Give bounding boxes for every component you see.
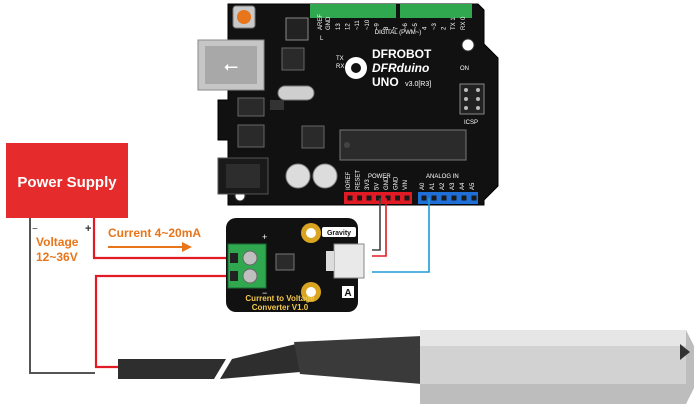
gnd-top-label: GND (326, 16, 332, 30)
gravity-badge: Gravity (322, 227, 356, 237)
digital-pin-label: RX 0 (461, 16, 467, 30)
atmega-chip (339, 129, 467, 161)
power-supply: Power Supply (6, 143, 128, 218)
reset-button (232, 5, 256, 29)
analog-pin-label: A0 (420, 182, 426, 190)
analog-header-hole (431, 195, 437, 201)
icsp-header (459, 83, 485, 115)
supply-plus-label: + (85, 223, 91, 235)
aref-label: AREF (318, 14, 324, 30)
logo-uno: UNO (372, 75, 399, 89)
digital-pin-label: 7 (394, 26, 400, 30)
analog-header-hole (421, 195, 427, 201)
converter-title-2: Converter V1.0 (252, 303, 309, 312)
svg-text:UNO v3.0[R3]: UNO v3.0[R3] (372, 73, 431, 90)
rx-label: RX (336, 64, 344, 70)
current-label: Current 4~20mA (108, 226, 201, 240)
analog-header (418, 192, 478, 204)
supply-minus-label: − (32, 224, 38, 235)
analog-pin-labels: A0 A1 A2 A3 A4 A5 (420, 182, 476, 190)
logo-version: v3.0[R3] (405, 81, 431, 88)
digital-pin-label: TX 1 (451, 17, 457, 30)
analog-pin-label: A2 (440, 182, 446, 190)
analog-pin-label: A4 (460, 182, 466, 190)
analog-pin-label: A3 (450, 182, 456, 190)
converter-minus-label: − (262, 288, 267, 298)
gravity-blue-wire (372, 198, 430, 273)
power-header-hole (395, 195, 400, 201)
analog-pin-label: A1 (430, 182, 436, 190)
voltage-label: Voltage (36, 235, 79, 249)
power-pin-label: RESET (356, 170, 362, 190)
digital-pin-label: 12 (346, 23, 352, 30)
dc-power-jack (217, 157, 269, 195)
power-pin-label: VIN (403, 180, 409, 190)
digital-pin-label: ~5 (413, 22, 419, 30)
digital-pin-label: 4 (422, 26, 428, 30)
digital-label: DIGITAL (PWM~) (375, 30, 422, 36)
analog-header-label: ANALOG IN (426, 174, 459, 180)
power-pin-label: 5V (375, 183, 381, 190)
digital-pin-label: 8 (384, 26, 390, 30)
digital-pin-label: ~6 (403, 22, 409, 30)
dfrobot-logo: DFROBOT DFRduino UNO v3.0[R3] (345, 47, 432, 90)
power-header-hole (347, 195, 353, 201)
digital-pin-label: ~3 (432, 22, 438, 30)
voltage-range: 12~36V (36, 250, 78, 264)
red-wire-sensor (94, 274, 238, 369)
analog-header-hole (461, 195, 467, 201)
logo-brand: DFROBOT (372, 47, 432, 61)
icsp-label: ICSP (464, 120, 478, 126)
power-pin-label: 3V3 (365, 179, 371, 190)
gray-wire (29, 218, 95, 374)
analog-header-hole (471, 195, 477, 201)
pressure-sensor (118, 330, 694, 404)
gravity-connector (326, 243, 365, 279)
wires (29, 198, 430, 374)
converter-plus-label: + (262, 232, 267, 242)
power-header-hole (385, 195, 391, 201)
converter-board: + − Gravity A Current to Voltage Convert… (226, 218, 365, 312)
logo-model: DFRduino (372, 61, 429, 75)
analog-header-hole (441, 195, 447, 201)
digital-pin-label: ~10 (365, 19, 371, 30)
converter-title-1: Current to Voltage (245, 294, 315, 303)
gravity-label: Gravity (327, 230, 351, 237)
power-pin-label: GND (384, 176, 390, 190)
analog-header-hole (451, 195, 457, 201)
tx-label: TX (336, 56, 344, 62)
power-header-label: POWER (368, 174, 391, 180)
power-pin-label: GND (394, 176, 400, 190)
digital-pin-label: ~9 (374, 22, 380, 30)
red-wire-supply (92, 218, 240, 260)
current-arrow (108, 242, 192, 252)
power-header-hole (404, 195, 410, 201)
on-label: ON (460, 66, 469, 72)
usb-connector: ⭠ (197, 39, 265, 91)
power-pin-label: IOREF (346, 171, 352, 190)
gravity-gray-wire (372, 198, 381, 251)
l-led-label: L (320, 36, 324, 42)
terminal-block (227, 243, 267, 289)
power-header-hole (357, 195, 362, 201)
arduino-board: ⭠ (197, 3, 499, 206)
power-header-hole (366, 195, 372, 201)
power-supply-label: Power Supply (17, 174, 117, 191)
converter-logo: A (344, 288, 351, 299)
digital-pin-label: 13 (336, 23, 342, 30)
digital-pin-label: 2 (442, 26, 448, 30)
digital-pin-label: ~11 (355, 20, 361, 30)
digital-header (310, 4, 472, 18)
usb-icon: ⭠ (224, 56, 238, 76)
gravity-red-wire (372, 198, 387, 257)
analog-pin-label: A5 (470, 182, 476, 190)
power-header-hole (376, 195, 381, 201)
